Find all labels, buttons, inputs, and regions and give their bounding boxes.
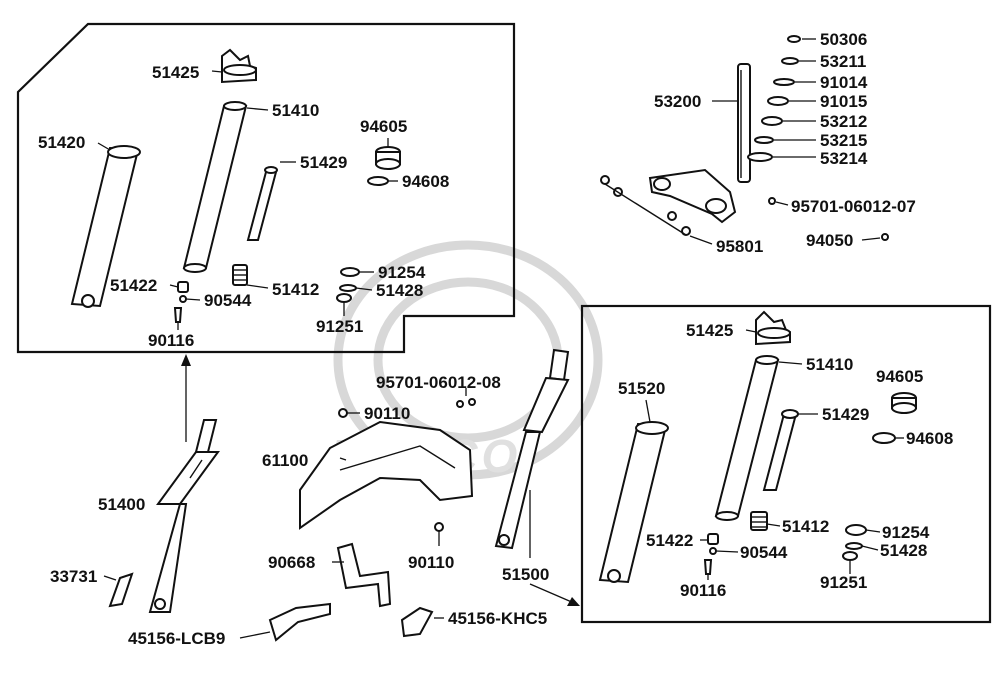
label-51410-a: 51410 [272,101,319,120]
steering-stem-53200 [648,63,751,224]
label-94608-b: 94608 [906,429,953,448]
washer-90544-a [179,295,187,303]
washer-91254-a [340,267,360,277]
label-91251-b: 91251 [820,573,867,592]
inner-tube-51410-b [714,355,780,521]
label-94608-a: 94608 [402,172,449,191]
fork-assembly-51400 [148,419,220,613]
label-51400: 51400 [98,495,145,514]
bolt-90110-bot [434,522,444,532]
inner-tube-51410-a [182,101,248,273]
bolt-95701-08-b [468,398,476,406]
label-51425-b: 51425 [686,321,733,340]
label-95701-06012-07: 95701-06012-07 [791,197,916,216]
ring-51428-b [845,542,863,550]
label-51422-a: 51422 [110,276,157,295]
nut-94050 [881,233,889,241]
label-90544-a: 90544 [204,291,252,310]
seal-91251-a [336,293,352,303]
clip-94608-b [872,432,896,444]
front-fender-61100 [299,420,474,530]
piece-51422-a [177,281,189,293]
label-61100: 61100 [262,451,308,470]
spring-51412-a [232,264,248,286]
label-53200: 53200 [654,92,701,111]
label-51428-a: 51428 [376,281,423,300]
piece-51422-b [707,533,719,545]
label-51425-a: 51425 [152,63,199,82]
label-90110-top: 90110 [364,404,410,423]
outer-tube-51520 [598,421,669,584]
label-50306: 50306 [820,30,867,49]
bracket-45156-lcb9 [268,602,331,642]
washer-90544-b [709,547,717,555]
bolt-95701-08-a [456,400,464,408]
label-90668: 90668 [268,553,315,572]
left-fork-detail-box [16,22,516,354]
label-95701-06012-08: 95701-06012-08 [376,373,501,392]
bolt-90116-a [173,307,183,323]
label-33731: 33731 [50,567,97,586]
label-51500: 51500 [502,565,549,584]
label-45156-khc5: 45156-KHC5 [448,609,547,628]
label-91254-a: 91254 [378,263,426,282]
label-53215: 53215 [820,131,867,150]
label-90116-a: 90116 [148,331,194,350]
label-51428-b: 51428 [880,541,927,560]
bolt-95701-07 [768,197,776,205]
seal-94605-b [891,392,917,414]
label-53211: 53211 [820,52,866,71]
label-45156-lcb9: 45156-LCB9 [128,629,225,648]
label-95801: 95801 [716,237,763,256]
bolt-90116-b [703,559,713,575]
seal-91251-b [842,551,858,561]
label-51412-a: 51412 [272,280,319,299]
label-51429-b: 51429 [822,405,869,424]
outer-tube-51420 [70,145,141,308]
part-labels: 50306 53211 91014 91015 53212 53215 5321… [38,30,953,648]
washer-91254-b [845,524,867,536]
seal-94605-a [375,146,401,170]
arrow-to-left-box [181,354,191,442]
label-90544-b: 90544 [740,543,788,562]
damper-rod-51429-a [246,166,278,241]
label-90110-bot: 90110 [408,553,454,572]
label-94605-a: 94605 [360,117,407,136]
label-53214: 53214 [820,149,868,168]
bolt-90110-top [338,408,348,418]
stem-bolts-95801 [600,175,691,236]
ring-51428-a [339,284,357,292]
fork-cap-51425-a [221,48,257,84]
arrow-to-right-box [529,583,580,606]
spring-51412-b [750,511,768,531]
fork-cap-51425-b [755,310,791,346]
fork-assembly-51500 [494,348,570,550]
label-91254-b: 91254 [882,523,930,542]
clip-94608-a [367,176,389,186]
label-91014: 91014 [820,73,868,92]
bracket-45156-khc5 [400,606,434,638]
label-51412-b: 51412 [782,517,829,536]
bracket-90668 [336,542,392,608]
label-51422-b: 51422 [646,531,693,550]
label-91015: 91015 [820,92,867,111]
label-53212: 53212 [820,112,867,131]
stem-small-parts [747,35,801,162]
label-51429-a: 51429 [300,153,347,172]
reflector-33731 [108,572,134,608]
right-fork-detail-box [580,304,992,624]
label-51520: 51520 [618,379,665,398]
label-90116-b: 90116 [680,581,726,600]
label-91251-a: 91251 [316,317,363,336]
label-94050: 94050 [806,231,853,250]
damper-rod-51429-b [762,409,799,491]
label-51410-b: 51410 [806,355,853,374]
label-94605-b: 94605 [876,367,923,386]
label-51420: 51420 [38,133,85,152]
